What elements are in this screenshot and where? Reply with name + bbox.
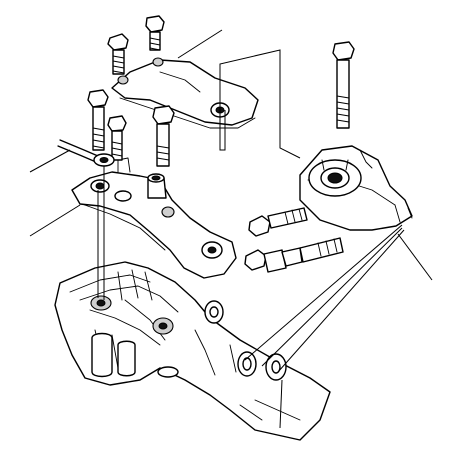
- bolt-icon: [107, 33, 129, 75]
- ground-cable: [57, 139, 115, 167]
- mount-bracket-icon: [71, 157, 237, 279]
- bolt-icon: [248, 207, 308, 237]
- mount-bracket-icon: [111, 57, 259, 129]
- callout-upper-bracket: [177, 29, 223, 59]
- bolt-icon: [152, 105, 175, 167]
- bolt-icon: [244, 237, 344, 273]
- callout-mount-washers: [244, 224, 405, 429]
- bolt-icon: [145, 15, 165, 51]
- callout-lower-bracket: [29, 204, 81, 237]
- callout-ground-cable: [29, 149, 71, 173]
- transmission-case-icon: [54, 261, 331, 441]
- callout-mount-through-bolt: [397, 233, 433, 281]
- bolt-icon: [107, 115, 127, 161]
- engine-mount-icon: [299, 145, 413, 231]
- bolt-icon: [332, 41, 355, 129]
- alignment-lines: [97, 49, 301, 300]
- bolt-icon: [87, 89, 109, 151]
